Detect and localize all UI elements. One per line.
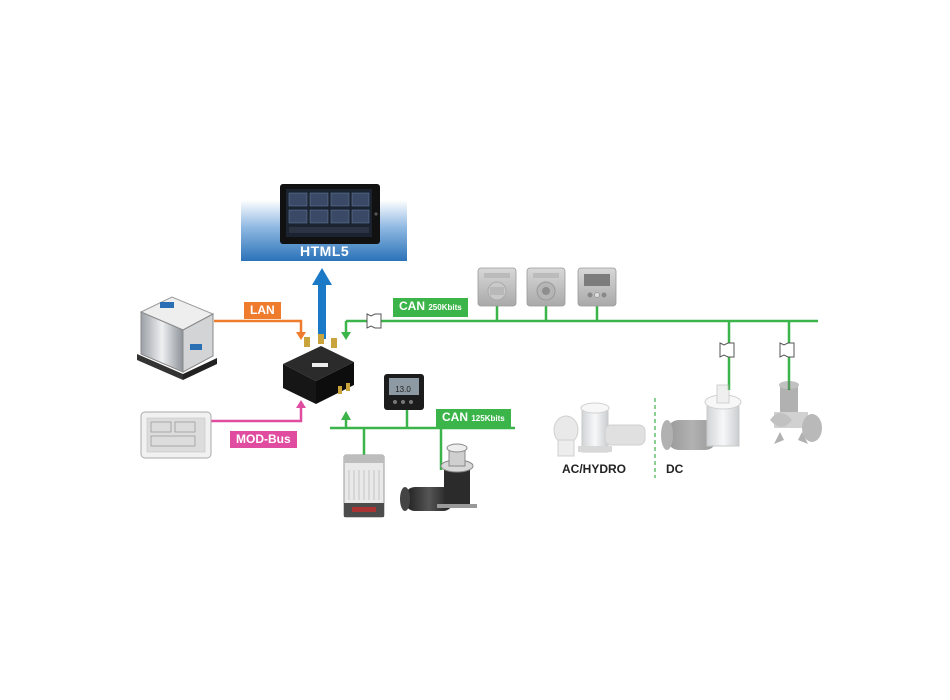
modbus-label: MOD-Bus (236, 432, 291, 446)
battery-charger (343, 454, 385, 518)
control-panel-3 (577, 267, 617, 307)
html5-label: HTML5 (300, 243, 350, 259)
lan-tag: LAN (244, 302, 281, 319)
can-250-label: CAN (399, 299, 425, 313)
modbus-tag: MOD-Bus (230, 431, 297, 448)
can-250-speed: 250Kbits (428, 303, 462, 312)
control-panel-1 (477, 267, 517, 307)
windlass-ac-hydro (553, 402, 646, 457)
touchscreen-display (280, 184, 380, 244)
can-250-tag: CAN 250Kbits (393, 298, 468, 317)
generator-unit (137, 296, 217, 380)
can-125-tag: CAN 125Kbits (436, 409, 511, 428)
can-250-bus (344, 306, 818, 390)
bow-thruster (770, 381, 822, 444)
lan-label: LAN (250, 303, 275, 317)
control-panel-2 (526, 267, 566, 307)
windlass-dc (661, 384, 742, 450)
modbus-connection (210, 406, 303, 423)
lan-connection (214, 319, 303, 334)
dc-label: DC (666, 462, 684, 476)
touch-panel-modbus (140, 411, 212, 459)
can-terminator (366, 313, 795, 358)
small-display: 13.0 (384, 374, 424, 410)
ac-hydro-label: AC/HYDRO (562, 462, 627, 476)
can-125-speed: 125Kbits (471, 414, 505, 423)
gateway-hub (283, 334, 354, 404)
windlass-dc-color (400, 443, 477, 511)
html5-arrow (312, 268, 332, 339)
svg-text:13.0: 13.0 (395, 385, 411, 394)
can-125-label: CAN (442, 410, 468, 424)
